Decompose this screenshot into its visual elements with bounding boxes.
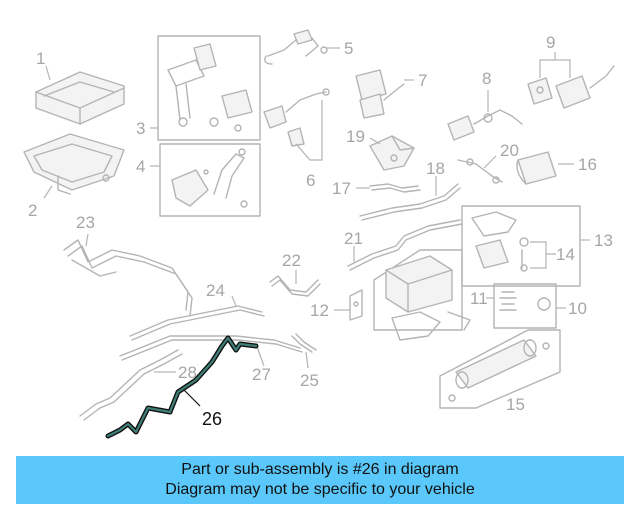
part-5-sensor — [264, 29, 328, 65]
callout-7: 7 — [418, 71, 427, 90]
part-7-valve — [355, 69, 405, 119]
callout-12: 12 — [310, 301, 329, 320]
part-18-line — [359, 183, 461, 221]
callout-6: 6 — [306, 171, 315, 190]
callout-24: 24 — [206, 281, 225, 300]
callout-27: 27 — [252, 365, 271, 384]
callout-1: 1 — [36, 49, 45, 68]
callout-1-leader — [45, 65, 51, 81]
part-28-line — [79, 349, 183, 421]
callout-26-leader — [183, 389, 201, 407]
callout-25-leader — [305, 351, 309, 369]
callout-26: 26 — [202, 409, 222, 429]
callout-22: 22 — [282, 251, 301, 270]
part-2-bracket — [23, 133, 125, 195]
callout-20-leader — [483, 155, 497, 169]
compressor-assembly — [385, 255, 471, 341]
part-1-control-module — [35, 71, 125, 125]
part-26-highlighted-line — [105, 335, 259, 439]
callout-8: 8 — [482, 69, 491, 88]
callout-2: 2 — [28, 201, 37, 220]
callout-4: 4 — [136, 157, 145, 176]
group-4-frame — [159, 143, 261, 217]
callout-2-leader — [43, 185, 53, 199]
group-13-frame — [461, 205, 581, 287]
callout-23-leader — [85, 233, 89, 247]
part-10-ring — [537, 297, 551, 311]
part-21-line — [347, 219, 463, 271]
part-11-bumper — [499, 291, 517, 311]
part-3-level-sensor — [167, 43, 253, 132]
callout-15: 15 — [506, 395, 525, 414]
part-17-line — [369, 183, 421, 193]
group-10-frame — [493, 283, 557, 329]
callout-23: 23 — [76, 213, 95, 232]
banner-line-2: Diagram may not be specific to your vehi… — [165, 481, 475, 498]
callout-3: 3 — [136, 119, 145, 138]
group-3-frame — [157, 35, 261, 141]
part-24-line — [129, 305, 265, 341]
callout-17: 17 — [332, 179, 351, 198]
callout-20: 20 — [500, 141, 519, 160]
callout-14: 14 — [556, 245, 575, 264]
part-15-reservoir — [448, 339, 550, 402]
part-8-connector — [447, 109, 523, 141]
part-9-plug — [527, 65, 615, 109]
part-19-bracket — [369, 135, 415, 171]
callout-25: 25 — [300, 371, 319, 390]
part-27-line — [119, 335, 303, 361]
part-12-bracket — [349, 289, 363, 321]
callout-14-leader — [530, 241, 556, 269]
callout-19: 19 — [346, 127, 365, 146]
callout-18: 18 — [426, 159, 445, 178]
banner-line-1: Part or sub-assembly is #26 in diagram — [181, 461, 459, 478]
callout-10: 10 — [568, 299, 587, 318]
callout-13: 13 — [594, 231, 613, 250]
callout-6-leader — [295, 100, 323, 161]
part-16-filter — [516, 151, 557, 185]
part-23-line — [63, 239, 193, 317]
callout-24-leader — [231, 295, 237, 307]
callout-28: 28 — [178, 363, 197, 382]
part-6-harness — [263, 88, 330, 147]
part-13-mount — [471, 211, 529, 272]
compressor-frame — [373, 249, 463, 331]
parts-diagram: 1 2 3 4 5 — [23, 29, 615, 439]
part-20-fitting — [457, 158, 503, 184]
callout-21: 21 — [344, 229, 363, 248]
callout-9-leader — [539, 59, 571, 78]
part-22-line — [269, 275, 321, 297]
callout-5: 5 — [344, 39, 353, 58]
callout-19-leader — [369, 137, 381, 145]
part-4-sensor-link — [171, 148, 248, 208]
group-15-frame — [439, 329, 561, 409]
callout-9: 9 — [546, 33, 555, 52]
info-banner: Part or sub-assembly is #26 in diagram D… — [16, 456, 624, 504]
callout-11: 11 — [470, 289, 488, 308]
callout-16: 16 — [578, 155, 597, 174]
part-25-line — [291, 333, 317, 353]
